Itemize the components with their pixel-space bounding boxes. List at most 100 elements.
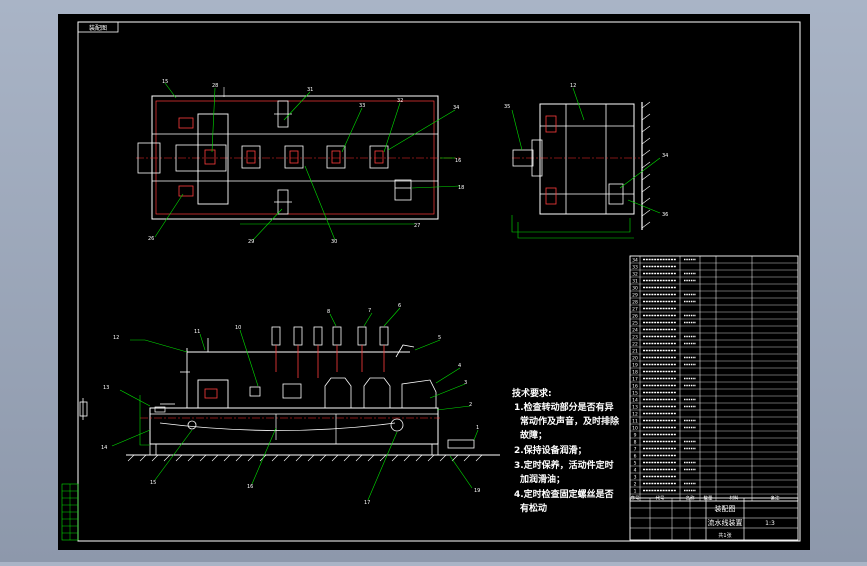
svg-text:16: 16 bbox=[455, 158, 461, 164]
left-revision-strip bbox=[61, 483, 79, 541]
svg-text:36: 36 bbox=[662, 212, 668, 218]
parts-list-row-number: 1 bbox=[634, 489, 637, 495]
parts-list-row-number: 22 bbox=[632, 342, 638, 348]
parts-list-row-number: 9 bbox=[634, 433, 637, 439]
sheet-count: 共1张 bbox=[718, 532, 731, 539]
svg-text:26: 26 bbox=[148, 236, 154, 242]
svg-text:31: 31 bbox=[307, 87, 313, 93]
parts-list-row-number: 25 bbox=[632, 321, 638, 327]
svg-text:33: 33 bbox=[359, 103, 365, 109]
svg-text:6: 6 bbox=[398, 303, 401, 309]
svg-text:28: 28 bbox=[212, 83, 218, 89]
tech-req-line: 常动作及声音，及时排除 bbox=[520, 415, 620, 427]
parts-list-row-number: 21 bbox=[632, 349, 638, 355]
parts-list-row-number: 10 bbox=[632, 426, 638, 432]
svg-text:4: 4 bbox=[458, 363, 461, 369]
parts-list-row-number: 17 bbox=[632, 377, 638, 383]
parts-list-row-number: 3 bbox=[634, 475, 637, 481]
parts-list-row-number: 4 bbox=[634, 468, 637, 474]
svg-text:29: 29 bbox=[248, 239, 254, 245]
parts-list-row-number: 6 bbox=[634, 454, 637, 460]
svg-text:19: 19 bbox=[474, 488, 480, 494]
drawing-frame bbox=[77, 21, 801, 542]
plan-balloons: 15 28 31 33 32 34 16 18 27 26 29 30 bbox=[148, 79, 464, 245]
tech-req-line: 2.保持设备润滑； bbox=[514, 444, 587, 456]
plan-view bbox=[136, 87, 460, 220]
plan-frame bbox=[151, 95, 439, 220]
svg-text:34: 34 bbox=[453, 105, 459, 111]
parts-list-row-number: 13 bbox=[632, 405, 638, 411]
parts-list-row-number: 11 bbox=[632, 419, 638, 425]
svg-text:7: 7 bbox=[368, 308, 371, 314]
svg-text:17: 17 bbox=[364, 500, 370, 506]
parts-list-row-number: 32 bbox=[632, 272, 638, 278]
parts-list-row-number: 7 bbox=[634, 447, 637, 453]
parts-list-row-number: 8 bbox=[634, 440, 637, 446]
technical-requirements: 技术要求: 1.检查转动部分是否有异 常动作及声音，及时排除 故障； 2.保持设… bbox=[512, 387, 620, 514]
scale: 1:3 bbox=[765, 520, 775, 527]
conveyor-frame bbox=[149, 407, 439, 445]
sheet-code-box bbox=[77, 21, 119, 33]
cylinder-rods bbox=[275, 345, 385, 378]
parts-list-row-number: 34 bbox=[632, 258, 638, 264]
parts-list-row-number: 20 bbox=[632, 356, 638, 362]
svg-text:13: 13 bbox=[103, 385, 109, 391]
drawing-title: 装配图 bbox=[715, 504, 736, 513]
svg-text:2: 2 bbox=[469, 402, 472, 408]
svg-text:15: 15 bbox=[150, 480, 156, 486]
tech-req-line: 加润滑油； bbox=[519, 473, 565, 485]
svg-text:12: 12 bbox=[570, 83, 576, 89]
front-view bbox=[126, 326, 500, 462]
svg-text:5: 5 bbox=[438, 335, 441, 341]
svg-text:35: 35 bbox=[504, 104, 510, 110]
front-balloons: 12 11 10 8 7 6 5 4 3 2 1 13 14 15 16 17 … bbox=[101, 303, 480, 506]
tech-req-line: 1.检查转动部分是否有异 bbox=[514, 401, 614, 413]
sheet-code: 装配图 bbox=[89, 24, 107, 32]
parts-list-row-number: 23 bbox=[632, 335, 638, 341]
parts-list-row-number: 15 bbox=[632, 391, 638, 397]
plan-drive-unit bbox=[197, 113, 229, 205]
parts-list-row-number: 18 bbox=[632, 370, 638, 376]
svg-text:11: 11 bbox=[194, 329, 200, 335]
tech-req-line: 3.定时保养，活动件定时 bbox=[514, 459, 614, 471]
parts-list-row-number: 14 bbox=[632, 398, 638, 404]
tech-req-line: 故障； bbox=[520, 429, 547, 441]
parts-list-row-number: 28 bbox=[632, 300, 638, 306]
parts-list-row-number: 2 bbox=[634, 482, 637, 488]
tech-req-line: 4.定时检查固定螺丝是否 bbox=[514, 488, 614, 500]
drive-roller bbox=[390, 418, 404, 432]
svg-text:16: 16 bbox=[247, 484, 253, 490]
svg-text:18: 18 bbox=[458, 185, 464, 191]
svg-text:8: 8 bbox=[327, 309, 330, 315]
drawing-sheet bbox=[58, 14, 810, 550]
svg-text:10: 10 bbox=[235, 325, 241, 331]
parts-list-row-number: 33 bbox=[632, 265, 638, 271]
product-name: 流水线装置 bbox=[708, 518, 743, 527]
parts-list-row-number: 30 bbox=[632, 286, 638, 292]
parts-list: 3433323130292827262524232221201918171615… bbox=[629, 255, 799, 502]
plan-motor bbox=[394, 179, 412, 201]
svg-text:3: 3 bbox=[464, 380, 467, 386]
parts-list-row-number: 31 bbox=[632, 279, 638, 285]
parts-list-row-number: 16 bbox=[632, 384, 638, 390]
tech-req-line: 有松动 bbox=[520, 502, 547, 514]
parts-list-row-number: 12 bbox=[632, 412, 638, 418]
parts-list-row-number: 29 bbox=[632, 293, 638, 299]
side-view: 35 12 34 36 bbox=[504, 83, 668, 239]
svg-text:27: 27 bbox=[414, 223, 420, 229]
plan-clamps bbox=[274, 100, 292, 215]
svg-text:14: 14 bbox=[101, 445, 107, 451]
svg-text:12: 12 bbox=[113, 335, 119, 341]
parts-list-row-number: 5 bbox=[634, 461, 637, 467]
parts-list-row-number: 26 bbox=[632, 314, 638, 320]
parts-list-row-number: 27 bbox=[632, 307, 638, 313]
svg-text:15: 15 bbox=[162, 79, 168, 85]
parts-list-row-number: 19 bbox=[632, 363, 638, 369]
svg-text:30: 30 bbox=[331, 239, 337, 245]
plan-leaders bbox=[154, 82, 461, 241]
svg-text:34: 34 bbox=[662, 153, 668, 159]
svg-text:1: 1 bbox=[476, 425, 479, 431]
svg-text:32: 32 bbox=[397, 98, 403, 104]
parts-list-frame bbox=[629, 255, 799, 502]
